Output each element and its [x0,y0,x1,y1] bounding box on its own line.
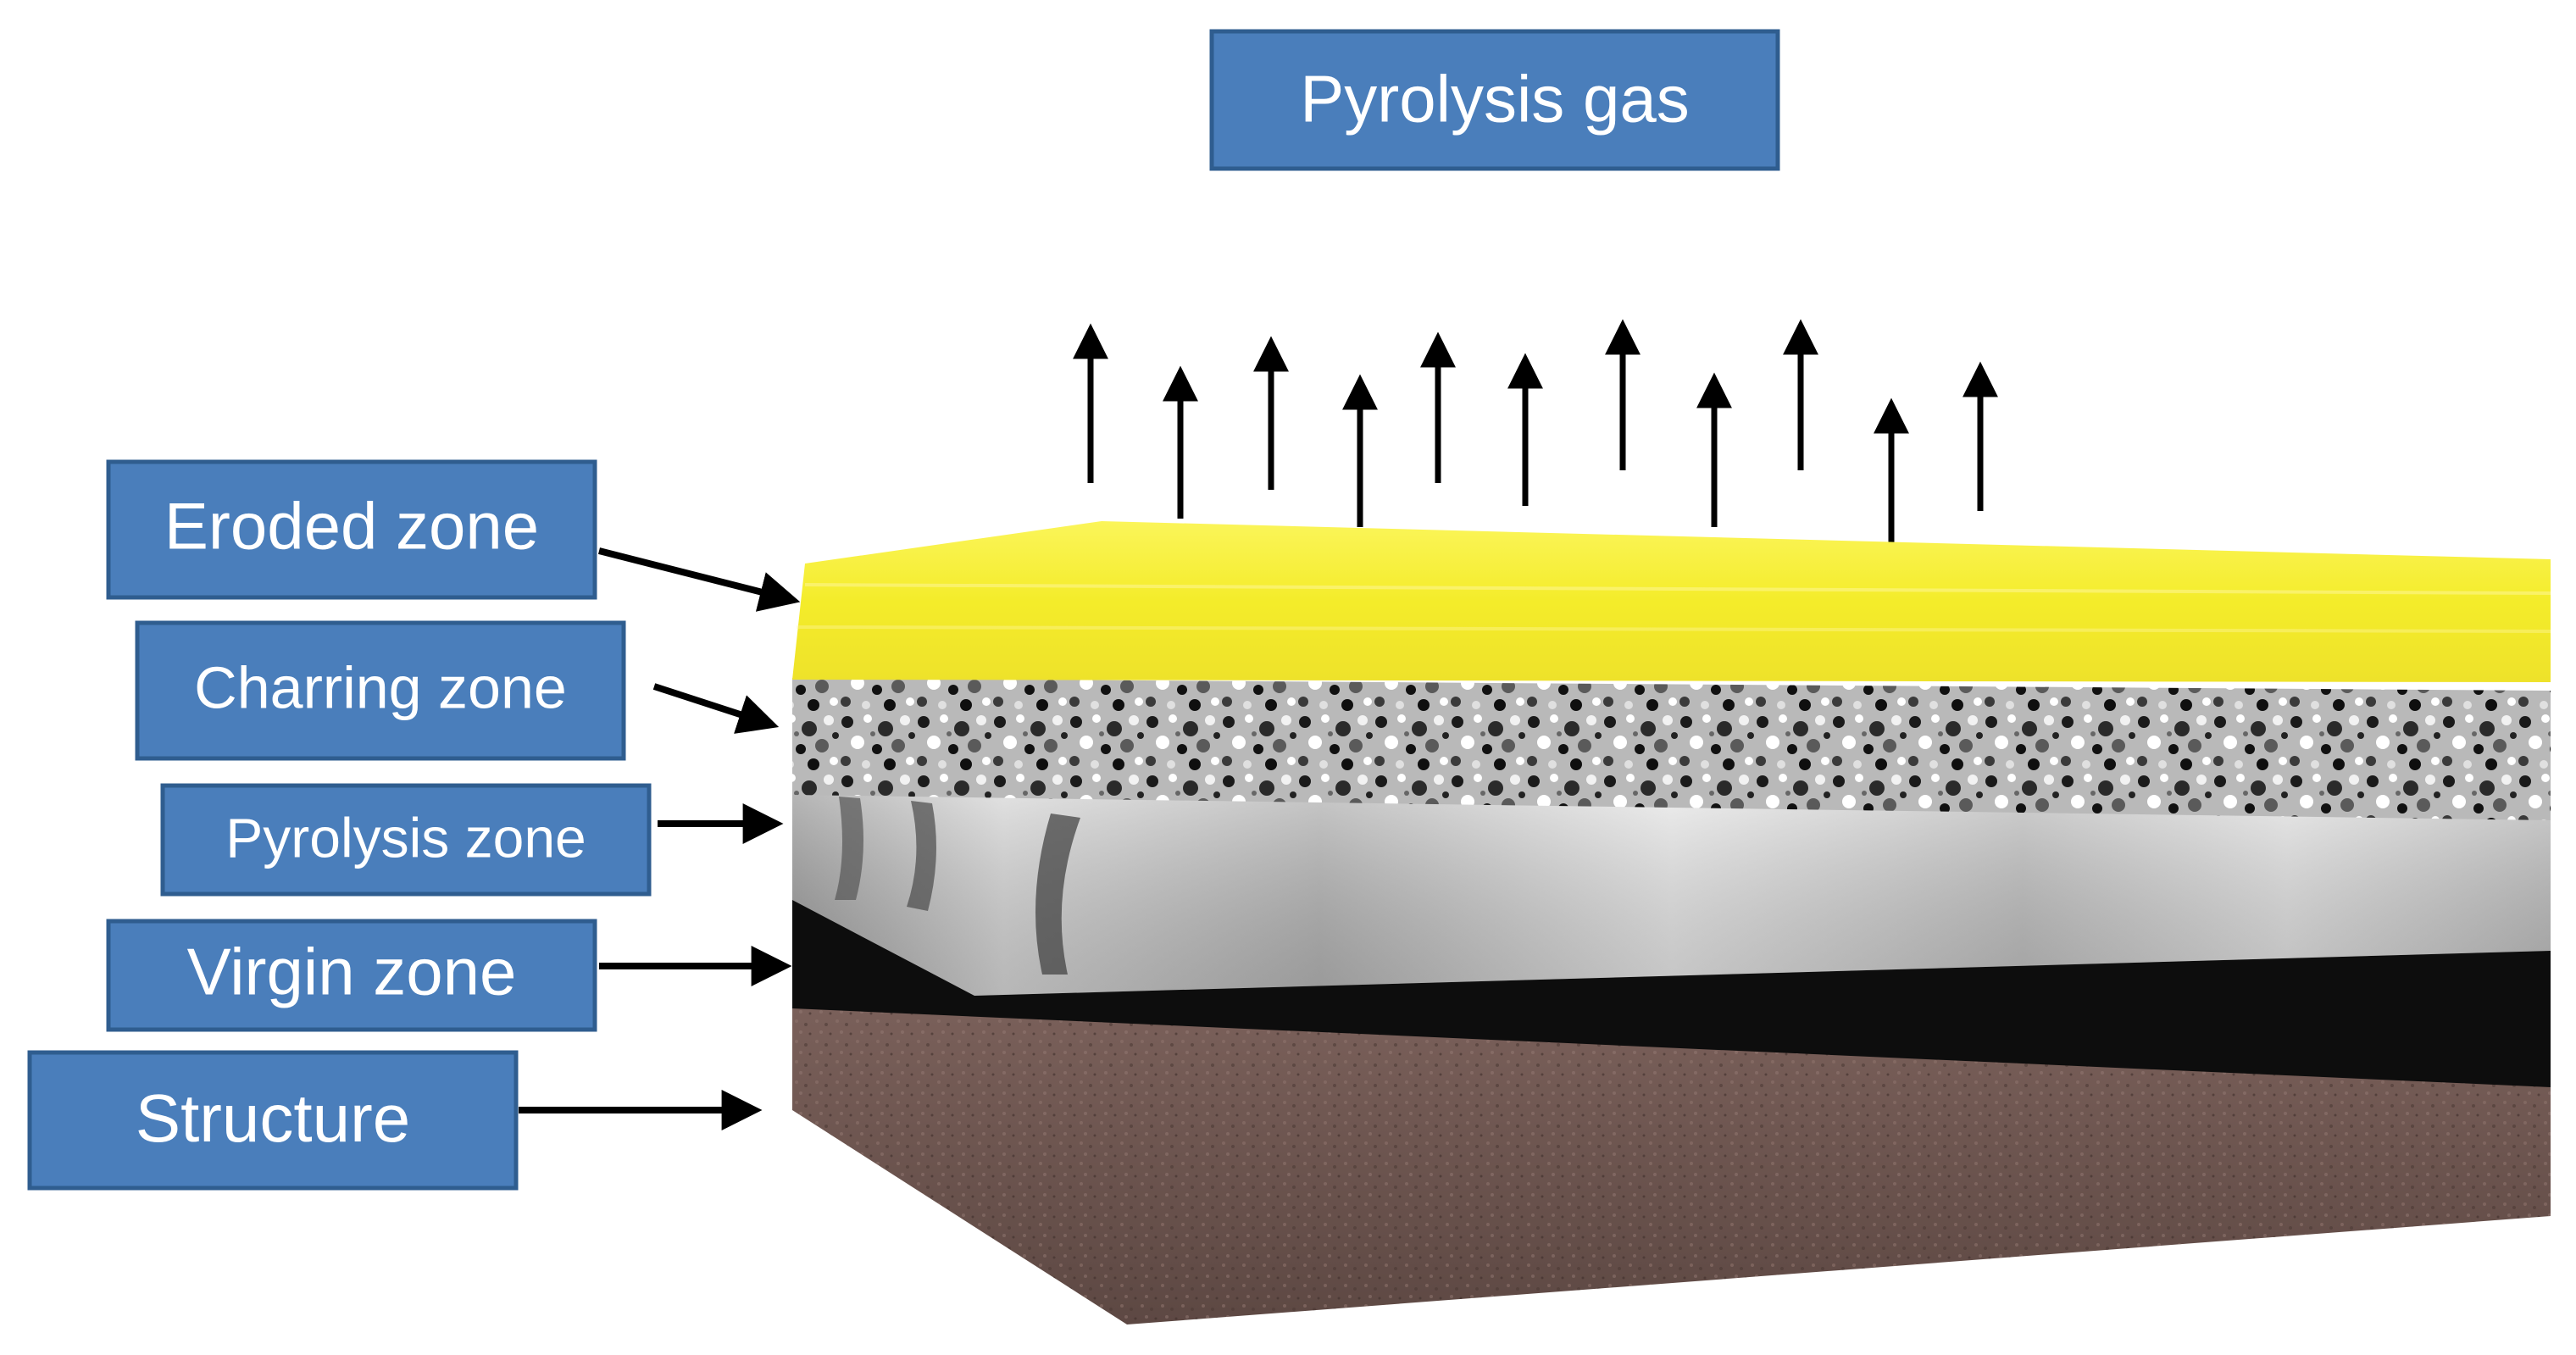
charring-zone-arrow [652,683,780,734]
pyrolysis-gas-text: Pyrolysis gas [1300,62,1689,136]
virgin-zone-text: Virgin zone [187,935,517,1009]
structure-box [27,1050,519,1191]
zone-label-virgin: Virgin zone [106,919,792,1032]
pyrolysis-gas-box [1209,29,1780,171]
eroded-zone-box [106,459,597,600]
eroded-layer [792,521,2551,682]
zone-label-structure: Structure [27,1050,763,1191]
pyrolysis-zone-box [160,783,652,897]
zone-label-eroded: Eroded zone [106,459,801,612]
virgin-zone-box [106,919,597,1032]
gas-flow-arrows [1073,319,1998,549]
zone-label-charring: Charring zone [135,620,780,761]
charring-layer [792,678,2551,820]
structure-text: Structure [136,1080,411,1156]
pyrolysis-gas-label: Pyrolysis gas [1209,29,1780,171]
material-layers [792,521,2551,1324]
eroded-zone-text: Eroded zone [164,489,539,564]
charring-zone-text: Charring zone [194,654,567,720]
eroded-zone-arrow [598,547,801,612]
zone-label-pyrolysis: Pyrolysis zone [160,783,784,897]
pyrolysis-zone-text: Pyrolysis zone [225,806,586,869]
charring-zone-box [135,620,626,761]
